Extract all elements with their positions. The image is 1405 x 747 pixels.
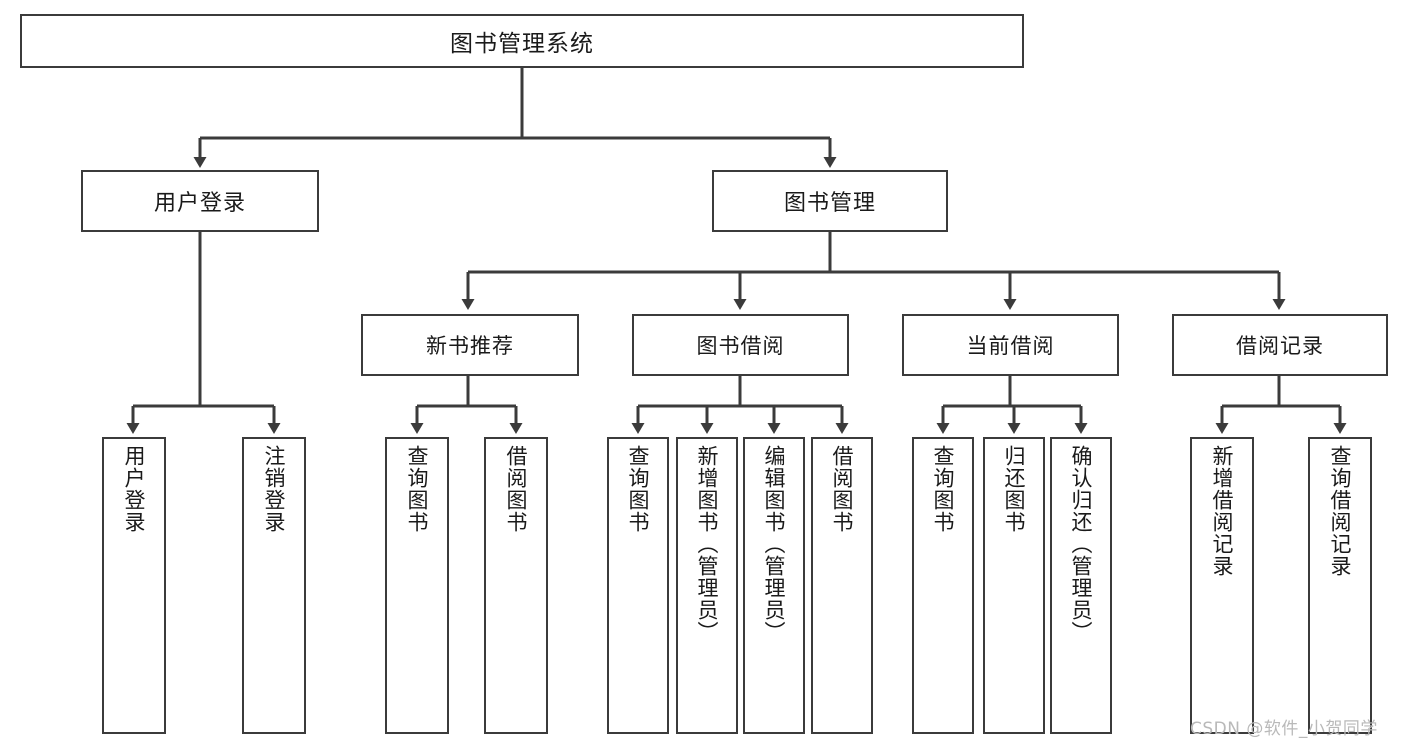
node-leaf-query-book-1[interactable]: 查询图书 — [385, 437, 449, 734]
node-leaf-edit-book[interactable]: 编辑图书（管理员） — [743, 437, 805, 734]
node-leaf-borrow-book-2-label: 借阅图书 — [830, 445, 855, 533]
node-book-borrow-label: 图书借阅 — [696, 334, 785, 358]
node-borrow-record-label: 借阅记录 — [1236, 334, 1324, 358]
node-current-borrow[interactable]: 当前借阅 — [902, 314, 1119, 376]
node-leaf-borrow-book-1-label: 借阅图书 — [504, 445, 529, 533]
node-leaf-logout-label: 注销登录 — [262, 445, 287, 533]
node-leaf-return-book-label: 归还图书 — [1002, 445, 1027, 533]
node-new-book-recommend-label: 新书推荐 — [426, 334, 514, 358]
node-leaf-query-record[interactable]: 查询借阅记录 — [1308, 437, 1372, 734]
node-leaf-borrow-book-2[interactable]: 借阅图书 — [811, 437, 873, 734]
node-leaf-query-book-3[interactable]: 查询图书 — [912, 437, 974, 734]
node-current-borrow-label: 当前借阅 — [966, 334, 1055, 358]
node-leaf-logout[interactable]: 注销登录 — [242, 437, 306, 734]
node-leaf-query-record-label: 查询借阅记录 — [1328, 445, 1353, 577]
node-leaf-query-book-3-label: 查询图书 — [931, 445, 956, 533]
node-leaf-user-login[interactable]: 用户登录 — [102, 437, 166, 734]
node-book-manage[interactable]: 图书管理 — [712, 170, 948, 232]
node-new-book-recommend[interactable]: 新书推荐 — [361, 314, 579, 376]
node-leaf-borrow-book-1[interactable]: 借阅图书 — [484, 437, 548, 734]
node-leaf-add-record-label: 新增借阅记录 — [1210, 445, 1235, 577]
node-leaf-query-book-1-label: 查询图书 — [405, 445, 430, 533]
node-leaf-edit-book-label: 编辑图书（管理员） — [762, 445, 787, 643]
node-leaf-user-login-label: 用户登录 — [122, 445, 147, 533]
node-leaf-query-book-2-label: 查询图书 — [626, 445, 651, 533]
watermark-text: CSDN @软件_小贺同学 — [1190, 719, 1378, 739]
node-leaf-query-book-2[interactable]: 查询图书 — [607, 437, 669, 734]
node-user-login[interactable]: 用户登录 — [81, 170, 319, 232]
node-user-login-label: 用户登录 — [153, 191, 246, 216]
node-root-label: 图书管理系统 — [450, 31, 594, 57]
node-root[interactable]: 图书管理系统 — [20, 14, 1024, 68]
node-book-manage-label: 图书管理 — [783, 191, 876, 216]
node-leaf-add-book-label: 新增图书（管理员） — [695, 445, 720, 643]
node-leaf-return-book[interactable]: 归还图书 — [983, 437, 1045, 734]
node-leaf-confirm-return[interactable]: 确认归还（管理员） — [1050, 437, 1112, 734]
node-leaf-add-record[interactable]: 新增借阅记录 — [1190, 437, 1254, 734]
node-book-borrow[interactable]: 图书借阅 — [632, 314, 849, 376]
node-leaf-confirm-return-label: 确认归还（管理员） — [1069, 445, 1094, 643]
node-leaf-add-book[interactable]: 新增图书（管理员） — [676, 437, 738, 734]
node-borrow-record[interactable]: 借阅记录 — [1172, 314, 1388, 376]
